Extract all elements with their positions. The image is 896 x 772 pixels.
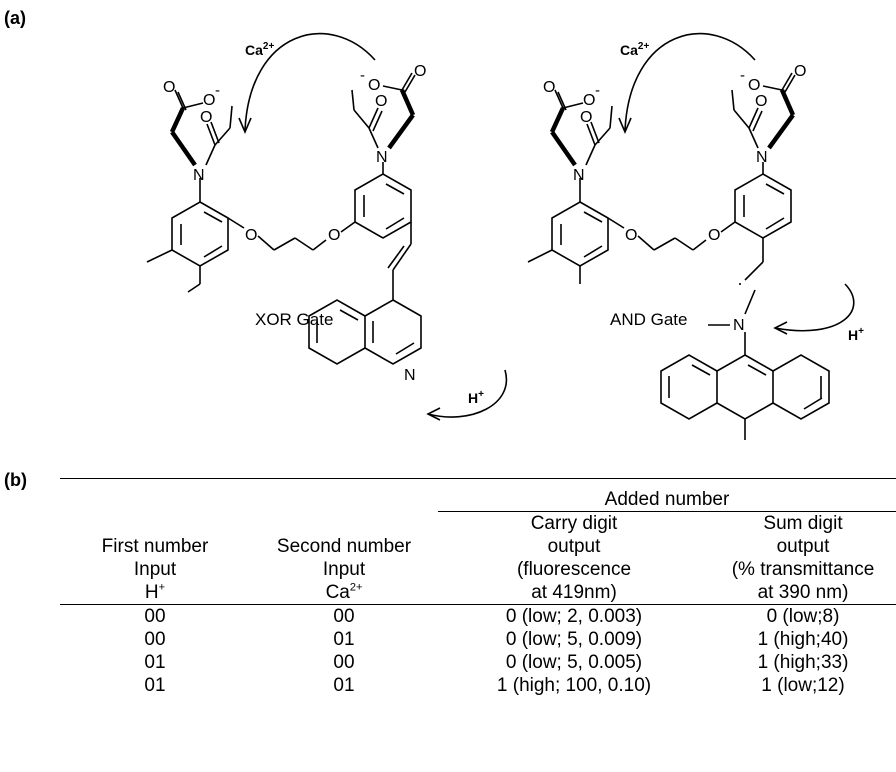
table-cell: 00 — [333, 606, 355, 627]
table-header-row: Input Input (fluorescence (% transmittan… — [60, 558, 896, 581]
anion-minus: - — [215, 82, 220, 99]
half-adder-truth-table: Added number Carry digit Sum digit First… — [60, 478, 896, 697]
table-cell: 1 (high;33) — [757, 652, 849, 673]
calcium-binding-arrow — [624, 33, 756, 131]
table-header-row: H+ Ca2+ at 419nm) at 390 nm) — [60, 581, 896, 605]
oxygen-atom: O — [200, 109, 212, 126]
oxygen-atom: O — [625, 227, 637, 244]
xor-gate-label: XOR Gate — [255, 310, 333, 329]
table-cell: 0 (low; 5, 0.009) — [505, 629, 643, 650]
table-cell: 0 (low; 2, 0.003) — [505, 606, 643, 627]
table-cell: 00 — [333, 652, 355, 673]
column-header-input-ca: Ca2+ — [250, 581, 438, 605]
table-cell: 1 (high;40) — [757, 629, 849, 650]
anion-minus: - — [595, 82, 600, 99]
proton-binding-arrow — [774, 283, 855, 332]
proton-label: H+ — [848, 326, 864, 343]
table-row: 00 00 0 (low; 2, 0.003) 0 (low;8) — [60, 605, 896, 629]
proton-binding-arrow — [427, 369, 508, 418]
table-cell: 1 (high; 100, 0.10) — [496, 675, 652, 696]
column-header-line: at 390 nm) — [710, 581, 896, 605]
oxygen-atom: O — [245, 227, 257, 244]
xor-molecule: N O O - O O O N — [146, 33, 508, 421]
panel-label-b: (b) — [4, 470, 27, 490]
column-header-line: Second number — [276, 536, 412, 557]
nitrogen-atom: N — [193, 167, 205, 184]
oxygen-atom: O — [755, 93, 767, 110]
oxygen-atom: O — [414, 63, 426, 80]
table-cell: 01 — [333, 629, 355, 650]
table-header-row: Carry digit Sum digit — [60, 512, 896, 536]
oxygen-atom: O — [748, 77, 760, 94]
column-header-line: Input — [133, 559, 177, 580]
table-row: 00 01 0 (low; 5, 0.009) 1 (high;40) — [60, 628, 896, 651]
table-header-row — [60, 478, 896, 488]
column-header-input-h: H+ — [60, 581, 250, 605]
group-header-added-number: Added number — [438, 488, 896, 512]
column-header-line: Sum digit — [763, 513, 843, 534]
column-header-line: output — [776, 536, 830, 557]
column-header-line: Carry digit — [530, 513, 618, 534]
nitrogen-atom: N — [756, 149, 768, 166]
oxygen-atom: O — [375, 93, 387, 110]
nitrogen-atom: N — [404, 367, 416, 384]
and-gate-label: AND Gate — [610, 310, 687, 329]
oxygen-atom: O — [328, 227, 340, 244]
column-header-line: (% transmittance — [731, 559, 875, 580]
column-header-line: Input — [322, 559, 366, 580]
anion-minus: - — [740, 67, 745, 84]
nitrogen-atom: N — [573, 167, 585, 184]
table-row: 01 01 1 (high; 100, 0.10) 1 (low;12) — [60, 674, 896, 697]
oxygen-atom: O — [794, 63, 806, 80]
oxygen-atom: O — [583, 92, 595, 109]
anthracene-ring — [716, 354, 774, 420]
oxygen-atom: O — [708, 227, 720, 244]
table-cell: 0 (low;8) — [766, 606, 840, 627]
oxygen-atom: O — [580, 109, 592, 126]
table-header-row: Added number — [60, 488, 896, 512]
column-header-line: at 419nm) — [438, 581, 710, 605]
column-header-line: (fluorescence — [516, 559, 632, 580]
panel-label-a: (a) — [4, 8, 26, 28]
calcium-label: Ca2+ — [245, 41, 274, 58]
calcium-binding-arrow — [244, 33, 376, 131]
oxygen-atom: O — [368, 77, 380, 94]
column-header-line: output — [547, 536, 601, 557]
anion-minus: - — [360, 67, 365, 84]
and-molecule: N O O - O O O N O O - — [527, 33, 864, 440]
table-cell: 1 (low;12) — [761, 675, 845, 696]
oxygen-atom: O — [543, 79, 555, 96]
table-header-row: First number Second number output output — [60, 535, 896, 558]
table-cell: 01 — [144, 675, 166, 696]
right-benzene-ring — [354, 173, 412, 239]
oxygen-atom: O — [163, 79, 175, 96]
table-row: 01 00 0 (low; 5, 0.005) 1 (high;33) — [60, 651, 896, 674]
nitrogen-atom: N — [733, 317, 745, 334]
table-cell: 01 — [333, 675, 355, 696]
table-cell: 01 — [144, 652, 166, 673]
table-cell: 0 (low; 5, 0.005) — [505, 652, 643, 673]
column-header-line: First number — [101, 536, 209, 557]
table-cell: 00 — [144, 606, 166, 627]
chemical-structure-diagram: N O O - O O O N — [146, 33, 864, 440]
table-cell: 00 — [144, 629, 166, 650]
proton-label: H+ — [468, 389, 484, 406]
oxygen-atom: O — [203, 92, 215, 109]
nitrogen-atom: N — [376, 149, 388, 166]
calcium-label: Ca2+ — [620, 41, 649, 58]
